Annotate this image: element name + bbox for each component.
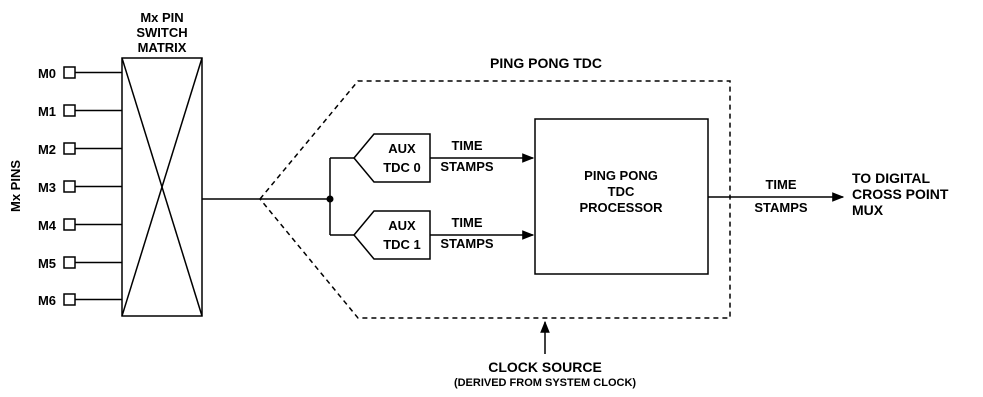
pin-m5: M5 [38,256,122,271]
pin-label-m0: M0 [38,66,56,81]
output-time-stamps-line-2: STAMPS [754,200,808,215]
aux-tdc-1-block: AUX TDC 1 [353,210,431,260]
switch-matrix-title-line-2: SWITCH [136,25,187,40]
time-stamps-1-line-2: STAMPS [440,236,494,251]
aux-tdc-0-line-1: AUX [388,141,416,156]
pin-label-m1: M1 [38,104,56,119]
pin-label-m6: M6 [38,293,56,308]
ping-pong-tdc-boundary [259,80,731,319]
pin-terminal-m5 [63,256,76,269]
aux-tdc-1-line-2: TDC 1 [383,237,421,252]
pin-label-m5: M5 [38,256,56,271]
time-stamps-1-line-1: TIME [451,215,482,230]
pin-terminal-m0 [63,66,76,79]
pin-terminal-m1 [63,104,76,117]
pin-m3: M3 [38,180,122,195]
pin-terminal-m2 [63,142,76,155]
mx-pins-label: Mx PINS [8,160,23,212]
processor-line-2: TDC [608,184,635,199]
time-stamps-0-line-1: TIME [451,138,482,153]
ping-pong-tdc-processor-block: PING PONG TDC PROCESSOR [534,118,709,275]
destination-line-3: MUX [852,202,884,218]
ping-pong-tdc-title: PING PONG TDC [490,55,602,71]
pin-m2: M2 [38,142,122,157]
switch-matrix-title-line-3: MATRIX [138,40,187,55]
aux-tdc-1-line-1: AUX [388,218,416,233]
destination-line-2: CROSS POINT [852,186,949,202]
pin-m6: M6 [38,293,122,308]
pin-m0: M0 [38,66,122,81]
pin-m4: M4 [38,218,122,233]
processor-line-3: PROCESSOR [579,200,663,215]
switch-matrix-title-line-1: Mx PIN [140,10,183,25]
pin-label-m4: M4 [38,218,57,233]
output-time-stamps-line-1: TIME [765,177,796,192]
clock-source-subtitle: (DERIVED FROM SYSTEM CLOCK) [454,377,636,389]
aux-tdc-0-block: AUX TDC 0 [353,133,431,183]
pin-terminal-m6 [63,293,76,306]
aux-tdc-0-line-2: TDC 0 [383,160,421,175]
pin-label-m3: M3 [38,180,56,195]
time-stamps-0-line-2: STAMPS [440,159,494,174]
destination-line-1: TO DIGITAL [852,170,930,186]
pin-m1: M1 [38,104,122,119]
processor-line-1: PING PONG [584,168,658,183]
switch-matrix-box [121,57,203,317]
clock-source-title: CLOCK SOURCE [488,359,602,375]
pin-terminal-m3 [63,180,76,193]
pin-terminal-m4 [63,218,76,231]
pin-label-m2: M2 [38,142,56,157]
